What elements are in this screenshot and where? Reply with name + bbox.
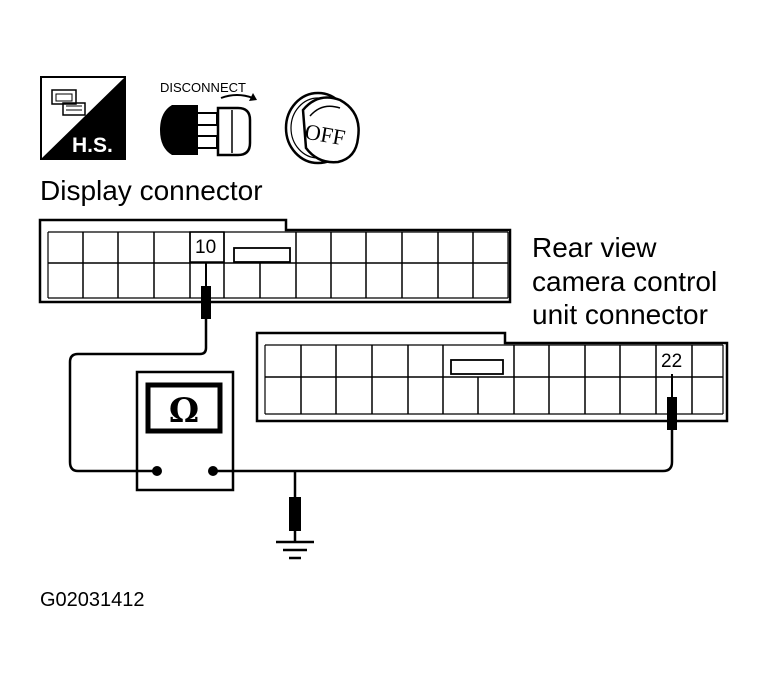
ground-probe bbox=[289, 497, 301, 531]
ohmmeter-terminal-right bbox=[208, 466, 218, 476]
disconnect-icon: DISCONNECT bbox=[160, 80, 257, 157]
ohmmeter-display bbox=[145, 382, 223, 434]
camera-label-line-3: unit connector bbox=[532, 299, 708, 330]
test-leads bbox=[68, 262, 677, 542]
display-connector-terminals bbox=[47, 231, 509, 299]
camera-pin-22-label: 22 bbox=[661, 351, 682, 372]
display-connector: 10 bbox=[38, 218, 512, 304]
ground-icon bbox=[276, 540, 314, 560]
camera-label-line-1: Rear view bbox=[532, 232, 657, 263]
figure-code: G02031412 bbox=[40, 589, 145, 611]
ohm-symbol: Ω bbox=[169, 391, 199, 431]
harness-hs-icon: H.S. bbox=[40, 76, 126, 160]
camera-control-unit-connector: 22 bbox=[255, 331, 729, 423]
ignition-off-icon: OFF bbox=[284, 91, 360, 165]
display-pin-10-label: 10 bbox=[195, 237, 216, 258]
hs-icon-text: H.S. bbox=[72, 134, 113, 157]
disconnect-label: DISCONNECT bbox=[160, 80, 246, 95]
display-connector-label: Display connector bbox=[40, 175, 263, 206]
ohmmeter-terminal-left bbox=[152, 466, 162, 476]
ohmmeter: Ω bbox=[135, 370, 235, 492]
display-probe bbox=[201, 286, 211, 319]
connector-sketch-icon bbox=[51, 89, 86, 116]
camera-label-line-2: camera control bbox=[532, 266, 717, 297]
camera-connector-terminals bbox=[264, 344, 724, 415]
camera-probe bbox=[667, 397, 677, 430]
camera-connector-label: Rear view camera control unit connector bbox=[532, 232, 717, 330]
